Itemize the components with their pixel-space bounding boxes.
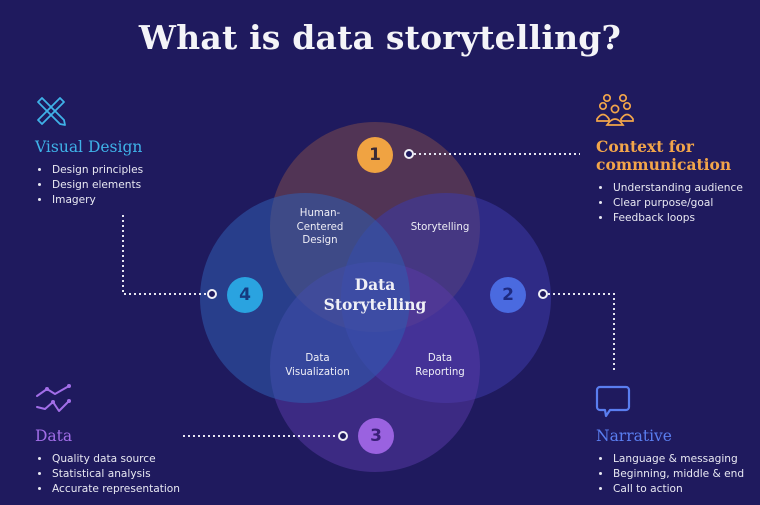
page-title: What is data storytelling? [138, 18, 622, 57]
venn-circle-visual-design [200, 193, 410, 403]
people-group-icon [596, 93, 634, 126]
connector-2-node [538, 289, 548, 299]
connector-4-node [207, 289, 217, 299]
speech-bubble-icon [595, 385, 631, 418]
section-list-narrative: Language & messaging Beginning, middle &… [596, 452, 744, 497]
section-heading-narrative: Narrative [596, 427, 672, 445]
line-chart-icon [36, 384, 71, 412]
badge-4: 4 [227, 277, 263, 313]
list-item: Language & messaging [612, 452, 744, 467]
section-list-context: Understanding audience Clear purpose/goa… [596, 181, 743, 226]
section-data: Data Quality data source Statistical ana… [35, 427, 180, 497]
connector-4 [122, 215, 207, 295]
overlap-label-storytelling: Storytelling [410, 222, 470, 233]
section-context: Context for communication Understanding … [596, 138, 743, 226]
list-item: Statistical analysis [51, 467, 180, 482]
list-item: Imagery [51, 193, 143, 208]
badge-2: 2 [490, 277, 526, 313]
list-item: Quality data source [51, 452, 180, 467]
list-item: Beginning, middle & end [612, 467, 744, 482]
pencil-ruler-cross-icon [37, 97, 66, 126]
connector-2 [548, 293, 615, 370]
section-visual-design: Visual Design Design principles Design e… [35, 138, 143, 208]
section-list-visual-design: Design principles Design elements Imager… [35, 163, 143, 208]
section-narrative: Narrative Language & messaging Beginning… [596, 427, 744, 497]
overlap-label-human-centered-design: Human- Centered Design [296, 208, 344, 246]
list-item: Understanding audience [612, 181, 743, 196]
section-heading-context: Context for communication [596, 137, 732, 174]
overlap-label-data-visualization: Data Visualization [285, 353, 350, 378]
list-item: Design elements [51, 178, 143, 193]
connector-3-node [338, 431, 348, 441]
overlap-label-data-reporting: Data Reporting [415, 353, 465, 378]
badge-3: 3 [358, 418, 394, 454]
list-item: Clear purpose/goal [612, 196, 743, 211]
section-heading-data: Data [35, 427, 73, 445]
list-item: Feedback loops [612, 211, 743, 226]
section-list-data: Quality data source Statistical analysis… [35, 452, 180, 497]
section-heading-visual-design: Visual Design [35, 138, 143, 156]
connector-1-node [404, 149, 414, 159]
list-item: Call to action [612, 482, 744, 497]
badge-1: 1 [357, 137, 393, 173]
list-item: Accurate representation [51, 482, 180, 497]
center-label-data-storytelling: Data Storytelling [323, 275, 427, 314]
list-item: Design principles [51, 163, 143, 178]
